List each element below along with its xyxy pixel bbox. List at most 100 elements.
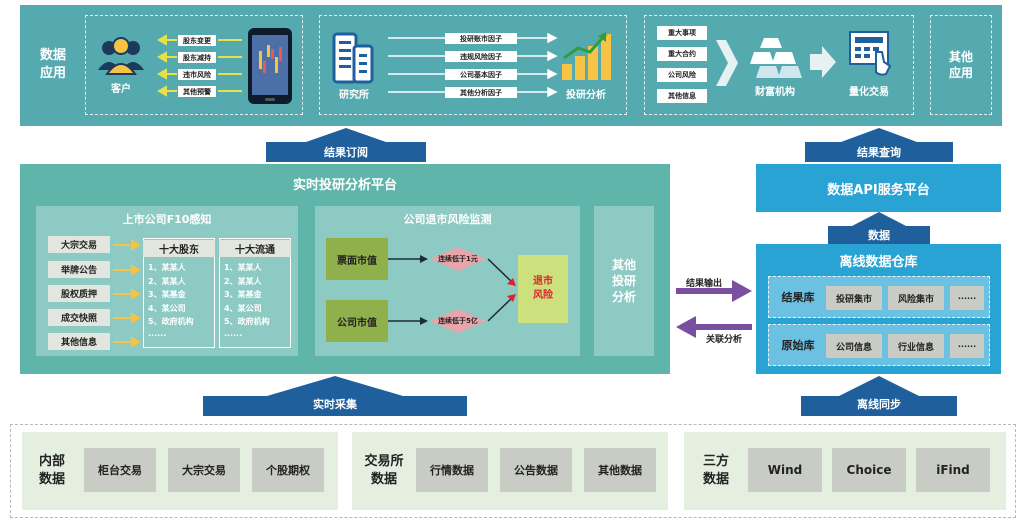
float-row: ······ <box>224 330 243 340</box>
customer-group <box>85 15 303 115</box>
holder-row: 5、政府机构 <box>148 317 194 326</box>
data-sources-container <box>10 424 1016 518</box>
exchange-source-3: 其他数据 <box>584 448 656 492</box>
correlate-arrow <box>676 316 752 338</box>
offline-sync-label: 离线同步 <box>857 398 901 411</box>
f10-item-arrows <box>113 239 141 348</box>
holder-row: 3、某基金 <box>148 290 186 299</box>
result-subscribe-arrow <box>266 128 426 162</box>
holder-row: ······ <box>148 330 167 340</box>
realtime-platform-title: 实时投研分析平台 <box>292 177 397 193</box>
other-research-box <box>594 206 654 356</box>
exchange-data-label: 交易所 数据 <box>364 454 404 487</box>
f10-title: 上市公司F10感知 <box>122 213 212 226</box>
raw-db-item-1: 公司信息 <box>826 334 882 358</box>
building-icon <box>332 32 374 84</box>
event-3: 公司风险 <box>657 68 707 82</box>
institute-factor-3: 公司基本因子 <box>445 69 517 80</box>
top10-holders-table <box>143 238 215 348</box>
float-row: 2、某某人 <box>224 276 262 286</box>
exchange-source-2: 公告数据 <box>500 448 572 492</box>
result-db-label: 结果库 <box>781 291 815 304</box>
result-output-arrow <box>676 280 752 302</box>
result-subscribe-label: 结果订阅 <box>324 146 368 159</box>
institute-factor-2: 违规风险因子 <box>445 51 517 62</box>
data-applications-title: 数据 应用 <box>39 48 66 81</box>
customer-alert-arrows <box>156 34 177 97</box>
customer-icon <box>98 37 144 75</box>
institute-factor-4: 其他分析因子 <box>445 87 517 98</box>
customer-alert-1: 股东变更 <box>178 35 216 46</box>
data-arrow <box>828 212 930 244</box>
customer-alert-3: 违市风险 <box>178 69 216 80</box>
internal-source-3: 个股期权 <box>252 448 324 492</box>
customer-alert-4: 其他预警 <box>178 86 216 97</box>
invest-analysis-chart-icon <box>562 32 611 80</box>
wealth-label: 财富机构 <box>755 86 795 98</box>
internal-source-2: 大宗交易 <box>168 448 240 492</box>
f10-item-2: 举牌公告 <box>48 261 110 278</box>
f10-item-1: 大宗交易 <box>48 236 110 253</box>
quant-trading-icon <box>849 31 892 76</box>
events-chevron-icon <box>716 40 738 86</box>
stock-value-box: 票面市值 <box>326 238 388 280</box>
internal-data-label: 内部 数据 <box>38 454 65 487</box>
api-platform-box: 数据API服务平台 <box>756 164 1001 212</box>
f10-item-5: 其他信息 <box>48 333 110 350</box>
top10-float-title: 十大流通 <box>219 240 291 257</box>
customer-alert-arrows-right <box>218 39 242 92</box>
institute-factor-1: 投研账市因子 <box>445 33 517 44</box>
data-arrow-label: 数据 <box>868 228 890 242</box>
raw-db-label: 原始库 <box>781 339 815 352</box>
third-party-source-1: Wind <box>748 448 822 492</box>
data-applications-panel <box>20 5 1002 126</box>
float-row: 4、某公司 <box>224 303 262 313</box>
invest-analysis-label: 投研分析 <box>566 89 606 101</box>
quant-label: 量化交易 <box>849 86 889 98</box>
top10-float-rows: 1、某某人 2、某某人 3、某基金 4、某公司 5、政府机构 ······ <box>224 261 290 347</box>
wealth-to-quant-arrow-icon <box>810 46 836 78</box>
result-db-item-3: ······ <box>950 286 984 310</box>
other-apps-label: 其他 应用 <box>948 50 973 80</box>
top10-float-table <box>219 238 291 348</box>
top10-holders-rows: 1、某某人 2、某某人 3、某基金 4、某公司 5、政府机构 ······ <box>148 261 214 347</box>
cond-below-5-yi: 连续低于5亿 <box>438 317 478 325</box>
other-research-label: 其他 投研 分析 <box>611 258 636 304</box>
result-db-item-2: 风险集市 <box>888 286 944 310</box>
realtime-collect-label: 实时采集 <box>313 398 357 411</box>
raw-db-item-2: 行业信息 <box>888 334 944 358</box>
institute-label: 研究所 <box>339 89 369 101</box>
result-output-label: 结果输出 <box>685 278 722 289</box>
delisting-risk-result: 退市 风险 <box>518 255 568 323</box>
other-apps-group <box>930 15 992 115</box>
cond-below-1-yuan: 连续低于1元 <box>438 255 478 263</box>
holder-row: 2、某某人 <box>148 276 186 286</box>
wealth-bars-icon <box>750 38 802 78</box>
exchange-source-1: 行情数据 <box>416 448 488 492</box>
risk-flow-arrows <box>388 247 516 333</box>
mobile-phone-icon <box>248 28 292 104</box>
holder-row: 4、某公司 <box>148 303 186 313</box>
events-group <box>644 15 914 115</box>
institute-group <box>319 15 627 115</box>
result-query-label: 结果查询 <box>857 146 901 159</box>
holder-row: 1、某某人 <box>148 263 186 272</box>
float-row: 3、某基金 <box>224 290 262 299</box>
float-row: 1、某某人 <box>224 263 262 272</box>
internal-source-1: 柜台交易 <box>84 448 156 492</box>
f10-item-3: 股权质押 <box>48 285 110 302</box>
third-party-source-2: Choice <box>832 448 906 492</box>
offline-warehouse-title: 离线数据仓库 <box>839 254 918 270</box>
realtime-collect-arrow <box>203 376 467 416</box>
event-4: 其他信息 <box>657 89 707 103</box>
company-value-box: 公司市值 <box>326 300 388 342</box>
customer-alert-2: 股东减持 <box>178 52 216 63</box>
f10-item-4: 成交快照 <box>48 309 110 326</box>
customer-label: 客户 <box>111 83 131 95</box>
event-1: 重大事项 <box>657 26 707 40</box>
result-db-item-1: 投研集市 <box>826 286 882 310</box>
third-party-data-label: 三方 数据 <box>702 454 729 487</box>
f10-box <box>36 206 298 356</box>
raw-db-item-3: ······ <box>950 334 984 358</box>
result-query-arrow <box>805 128 953 162</box>
